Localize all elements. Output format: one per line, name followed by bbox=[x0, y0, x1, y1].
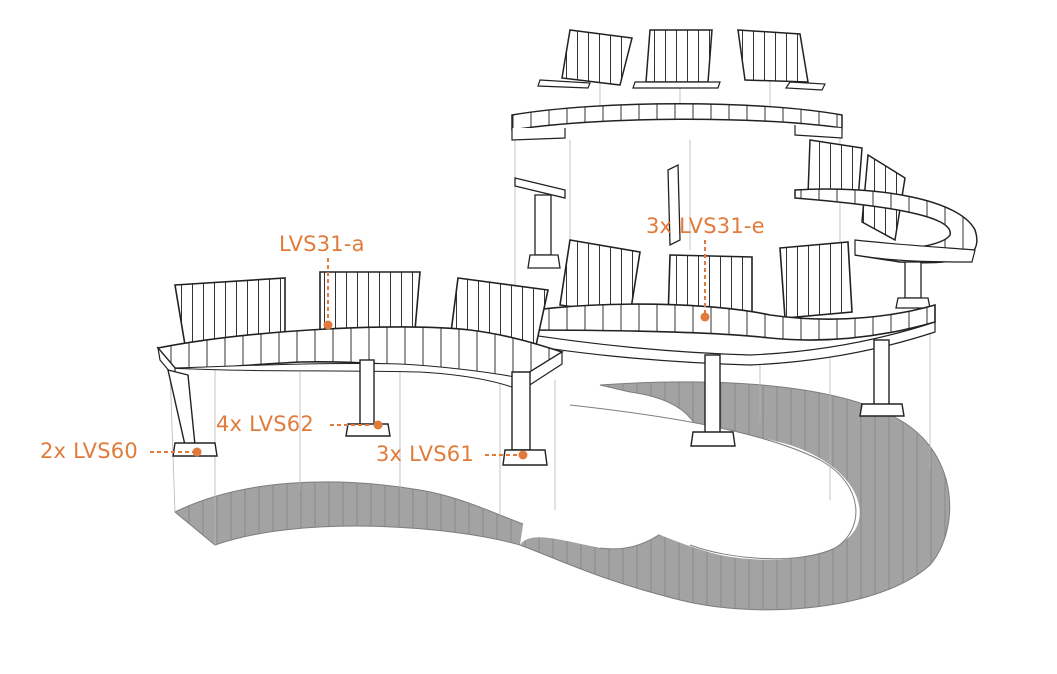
dot-lvs31a bbox=[323, 320, 333, 330]
dot-lvs31e bbox=[700, 312, 710, 322]
dot-lvs61 bbox=[518, 450, 528, 460]
ground-paving bbox=[174, 381, 951, 611]
label-lvs61: 3x LVS61 bbox=[376, 442, 474, 466]
top-backrests bbox=[537, 29, 826, 91]
dot-lvs62 bbox=[373, 420, 383, 430]
main-left-bench bbox=[156, 271, 564, 466]
top-backrest-1 bbox=[537, 29, 633, 89]
exploded-leg bbox=[514, 177, 566, 269]
label-lvs62: 4x LVS62 bbox=[216, 412, 314, 436]
dot-lvs60 bbox=[192, 447, 202, 457]
top-backrest-2 bbox=[632, 29, 721, 89]
label-lvs31e: 3x LVS31-e bbox=[646, 214, 765, 238]
main-right-bench bbox=[490, 239, 936, 447]
label-lvs60: 2x LVS60 bbox=[40, 439, 138, 463]
top-backrest-3 bbox=[737, 29, 826, 91]
callout-leaders bbox=[150, 240, 710, 460]
label-lvs31a: LVS31-a bbox=[279, 232, 365, 256]
right-upper-bench bbox=[794, 139, 978, 309]
exploded-post bbox=[667, 163, 681, 247]
upper-seat-exploded bbox=[511, 103, 843, 141]
